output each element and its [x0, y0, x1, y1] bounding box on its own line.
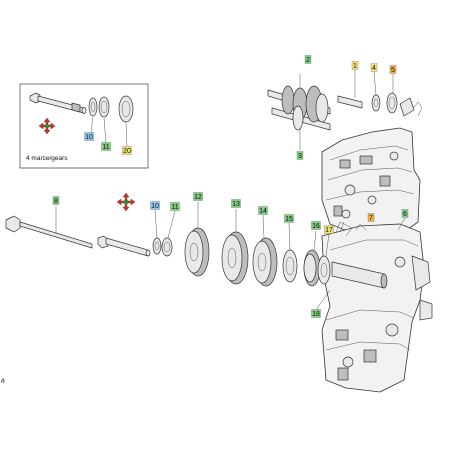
inset-panel: 4 marce/gears: [19, 83, 149, 169]
upper-housing: [321, 97, 423, 237]
callout-number: 12: [194, 194, 202, 201]
callout-box: [284, 214, 294, 223]
callout-c17: 17: [324, 225, 334, 234]
callout-c6: 6: [401, 209, 409, 218]
callout-number: 17: [325, 227, 333, 234]
callout-box: [258, 206, 268, 215]
upper-gear-cluster: [267, 70, 398, 150]
callout-box: [324, 225, 334, 234]
lower-housing: [321, 221, 433, 393]
inset-shaft: [29, 92, 87, 114]
edge-mark: ð: [1, 377, 5, 385]
callout-number: 8: [54, 198, 58, 205]
lower-shaft-assembly: [5, 192, 406, 311]
inset-caption: 4 marce/gears: [26, 155, 68, 162]
callout-c18: 18: [311, 309, 321, 318]
callout-c12: 12: [193, 192, 203, 201]
callout-box: [52, 196, 60, 205]
inset-ring: [98, 96, 110, 118]
callout-box: [367, 213, 375, 222]
callout-box: [401, 209, 409, 218]
callout-number: 20: [123, 148, 131, 155]
callout-c3: 3: [296, 151, 304, 160]
callout-box: [311, 221, 321, 230]
callout-number: 2: [306, 57, 310, 64]
callout-c11: 11: [170, 202, 180, 211]
callout-i20: 20: [122, 146, 132, 155]
callout-box: [101, 142, 111, 151]
callout-number: 4: [372, 65, 376, 72]
crossed-arrows-icon: [116, 192, 136, 212]
callout-c4: 4: [370, 63, 378, 72]
callout-box: [351, 61, 359, 70]
washer-10: [152, 237, 162, 255]
callout-box: [193, 192, 203, 201]
crossed-arrows-icon: [38, 117, 56, 135]
callout-box: [311, 309, 321, 318]
callout-c15: 15: [284, 214, 294, 223]
callout-box: [122, 146, 132, 155]
bolt-head: [5, 215, 21, 233]
callout-c8: 8: [52, 196, 60, 205]
callout-number: 15: [285, 216, 293, 223]
callout-number: 14: [259, 208, 267, 215]
callout-c1: 1: [351, 61, 359, 70]
inset-bearing: [118, 95, 134, 123]
callout-box: [84, 132, 94, 141]
callout-box: [231, 199, 241, 208]
callout-c5: 5: [389, 65, 397, 74]
callout-c7: 7: [367, 213, 375, 222]
short-shaft: [105, 237, 149, 257]
callout-i11: 11: [101, 142, 111, 151]
callout-number: 16: [312, 223, 320, 230]
callout-number: 1: [353, 63, 357, 70]
callout-c10: 10: [150, 201, 160, 210]
callout-box: [296, 151, 304, 160]
callout-c2: 2: [304, 55, 312, 64]
callout-c14: 14: [258, 206, 268, 215]
callout-i10: 10: [84, 132, 94, 141]
callout-number: 7: [369, 215, 373, 222]
callout-number: 13: [232, 201, 240, 208]
callout-box: [389, 65, 397, 74]
ring-15: [282, 249, 298, 283]
callout-box: [304, 55, 312, 64]
callout-number: 18: [312, 311, 320, 318]
callout-number: 10: [85, 134, 93, 141]
ring-11: [161, 237, 173, 257]
long-bolt: [19, 221, 93, 249]
callout-number: 10: [151, 203, 159, 210]
callout-c16: 16: [311, 221, 321, 230]
ring-17: [317, 255, 331, 285]
callout-number: 3: [298, 153, 302, 160]
inset-washer: [88, 97, 98, 117]
callout-number: 6: [403, 211, 407, 218]
callout-number: 5: [391, 67, 395, 74]
callout-number: 11: [171, 204, 178, 211]
callout-c13: 13: [231, 199, 241, 208]
callout-box: [170, 202, 180, 211]
callout-number: 11: [102, 144, 109, 151]
callout-box: [150, 201, 160, 210]
callout-box: [370, 63, 378, 72]
